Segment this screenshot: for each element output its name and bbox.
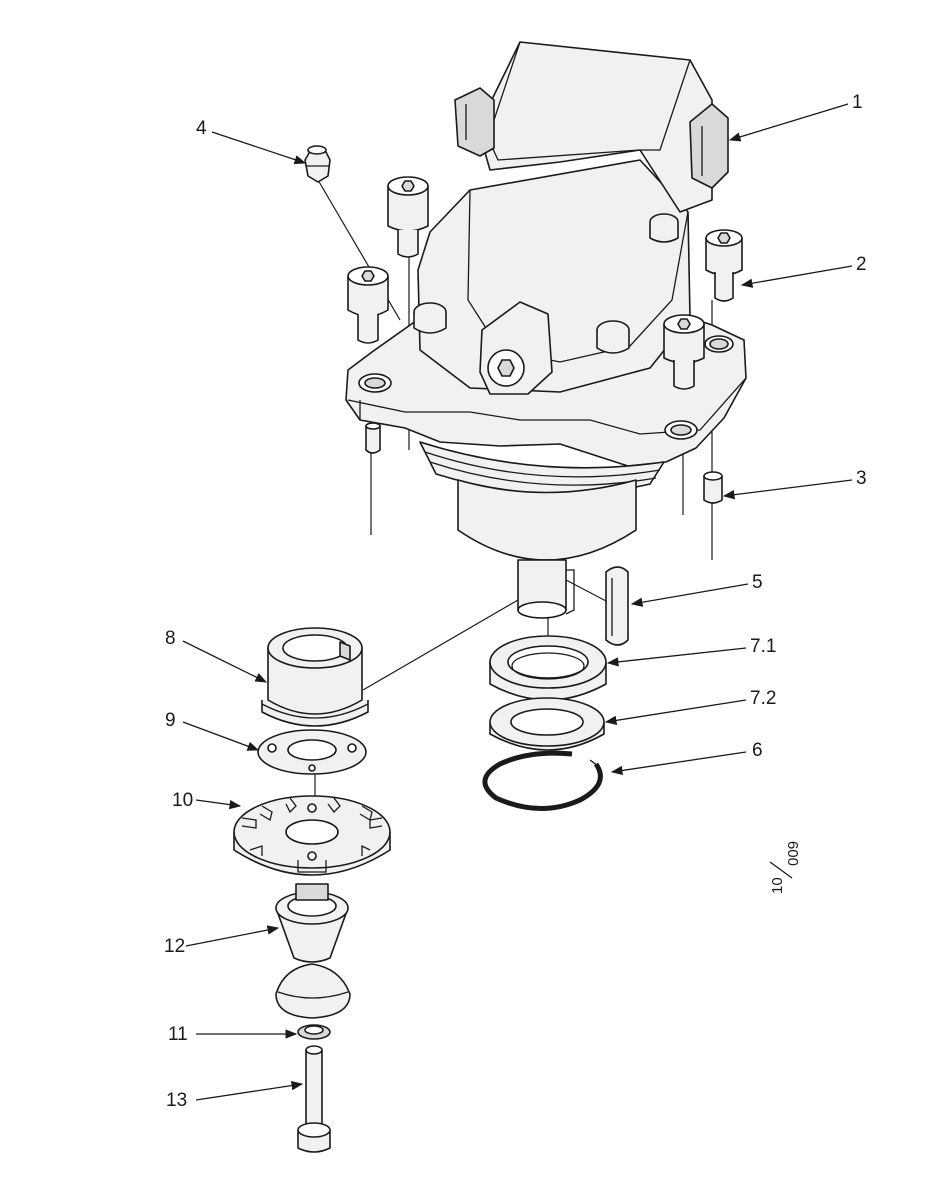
drawing-code-numerator: 10: [769, 877, 786, 894]
callout-13: 13: [166, 1090, 187, 1111]
drawing-code-denominator: 009: [785, 841, 802, 866]
drawing-code: 10 009: [769, 841, 802, 894]
lock-washer: [297, 1024, 331, 1040]
leader-lines: [182, 103, 853, 1101]
bushing: [261, 627, 369, 727]
spacer-washer: [489, 697, 605, 751]
seal-ring: [489, 635, 607, 701]
callout-5: 5: [752, 572, 763, 593]
callout-7-1: 7.1: [750, 636, 776, 657]
callout-1: 1: [852, 92, 863, 113]
callout-2: 2: [856, 254, 867, 275]
callout-7-2: 7.2: [750, 688, 776, 709]
dowel-pin: [703, 471, 723, 504]
slotted-disc: [233, 795, 391, 876]
callout-6: 6: [752, 740, 763, 761]
grease-nipple: [304, 145, 331, 183]
callout-11: 11: [168, 1024, 188, 1045]
circlip: [482, 750, 603, 811]
callout-12: 12: [164, 936, 185, 957]
callout-9: 9: [165, 710, 176, 731]
gearbox-housing: [345, 41, 747, 619]
lock-plate: [257, 729, 367, 775]
cap-screw: [297, 1045, 331, 1153]
callout-3: 3: [856, 468, 867, 489]
callout-8: 8: [165, 628, 176, 649]
feather-key: [605, 566, 629, 646]
socket-head-bolts: [347, 176, 743, 454]
callout-4: 4: [196, 118, 207, 139]
drive-hub: [275, 883, 351, 1019]
callout-10: 10: [172, 790, 193, 811]
callout-labels: 1 2 3 4 5 7.1 7.2 6 8 9 10 12 11 13: [164, 92, 867, 1111]
